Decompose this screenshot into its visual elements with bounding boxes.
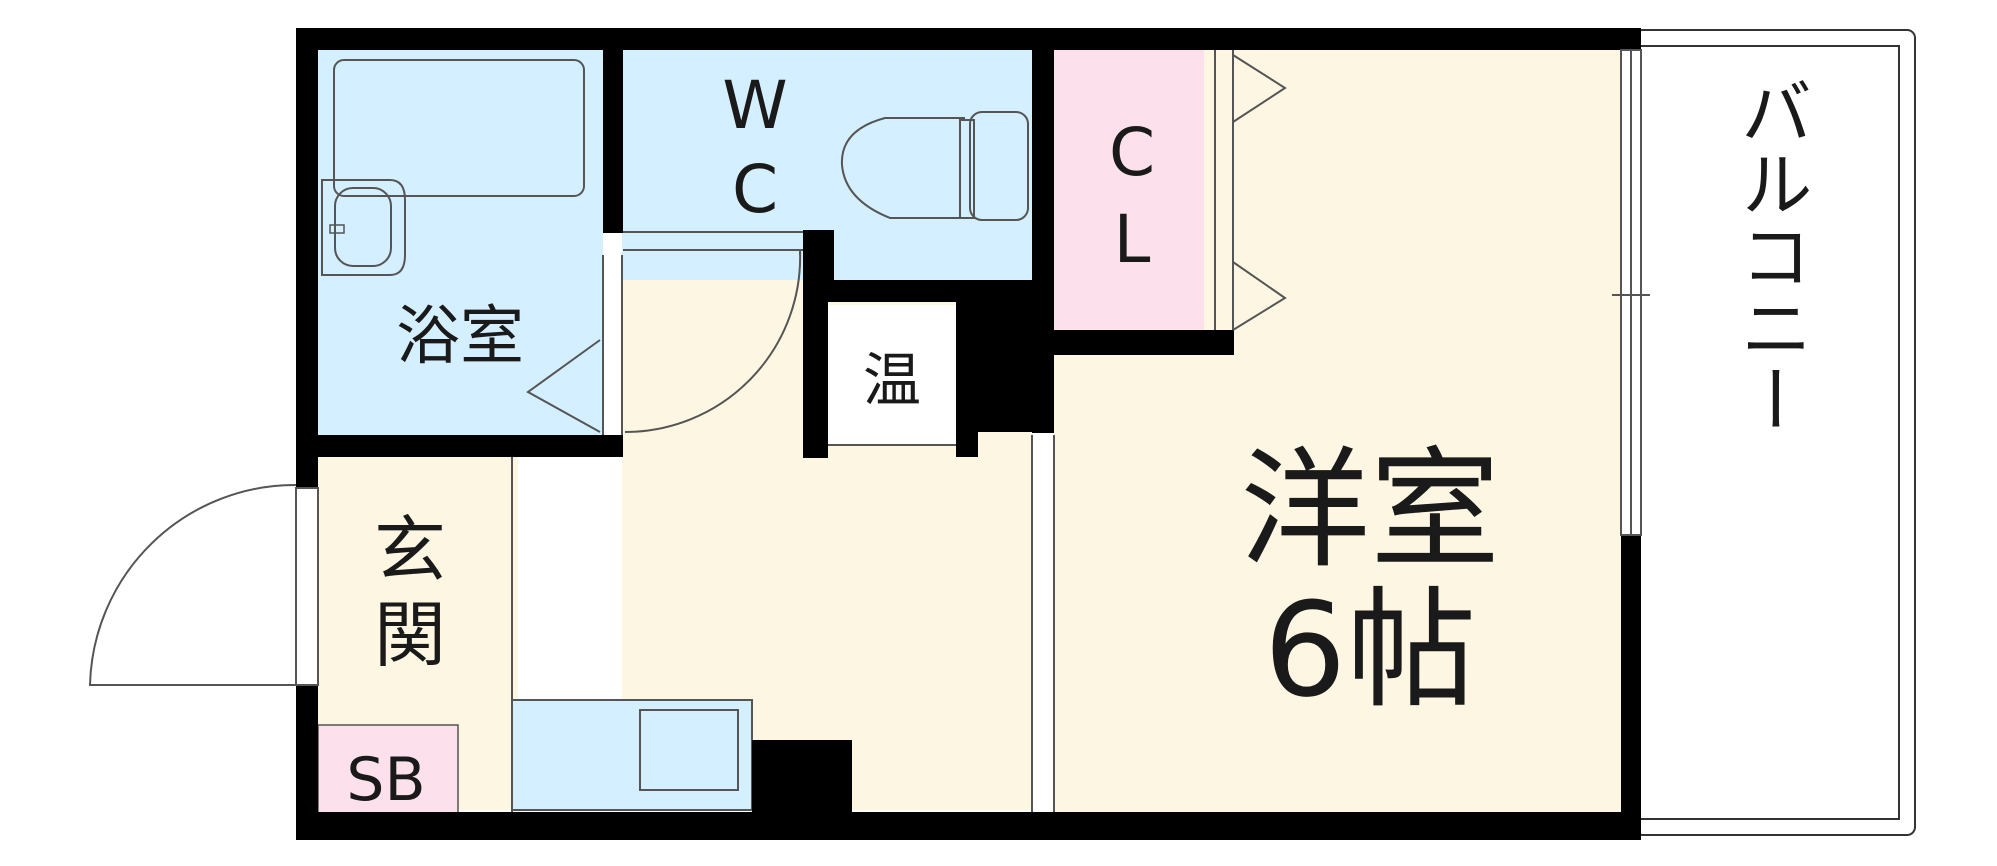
toilet-tank-lid <box>959 119 975 219</box>
wc-label-c: C <box>732 151 778 228</box>
walls <box>296 28 1641 840</box>
wash-basin <box>321 179 406 276</box>
wall-kitchen-column <box>752 740 852 815</box>
closet-door-lower <box>1232 261 1287 331</box>
kitchen-counter <box>511 699 753 811</box>
wall-wc-right <box>1032 28 1054 433</box>
wall-top <box>296 28 1636 50</box>
wall-right-lower <box>1621 535 1641 840</box>
wall-bath-right <box>603 28 623 233</box>
wall-heater-right <box>956 302 1032 432</box>
western-room-label-1: 洋室 <box>1240 434 1500 586</box>
entrance-label-2: 関 <box>374 593 446 677</box>
wall-closet-bottom <box>1054 330 1234 355</box>
thin-walls <box>511 50 1234 812</box>
balcony-window <box>1612 49 1650 536</box>
kitchen-counter-body <box>511 699 753 811</box>
wall-bottom <box>296 812 1636 840</box>
kitchen-sink <box>639 709 739 791</box>
toilet-tank <box>969 111 1029 221</box>
bath-label: 浴室 <box>396 300 524 374</box>
entrance-door-swing <box>88 483 297 686</box>
wall-left-lower <box>296 685 318 840</box>
western-room-label-2: 6帖 <box>1264 574 1477 726</box>
door-swings <box>88 54 1287 686</box>
bathtub-body <box>333 59 585 197</box>
hall-door-swing <box>624 249 802 433</box>
balcony-label: バルコニー <box>1728 75 1812 435</box>
wall-wc-bottom <box>826 280 1054 302</box>
closet-label-l: L <box>1114 201 1151 278</box>
basin-bowl <box>334 187 392 267</box>
wall-heater-left <box>803 230 828 458</box>
entrance-label-1: 玄 <box>374 508 446 592</box>
wall-heater-bottom-right <box>956 432 978 457</box>
wc-label-w: W <box>722 67 787 144</box>
water-heater-label: 温 <box>863 346 921 414</box>
wall-bath-bottom <box>318 435 623 457</box>
bathtub <box>321 59 585 276</box>
entrance-door-frame <box>295 487 319 686</box>
bath-floor <box>318 50 603 435</box>
shoe-box <box>317 724 459 816</box>
closet-label-c: C <box>1109 114 1155 191</box>
toilet <box>840 111 1029 221</box>
faucet <box>329 224 345 234</box>
shoe-box-label: SB <box>346 745 425 815</box>
water-heater-floor <box>828 305 956 445</box>
closet-door-upper <box>1232 54 1287 123</box>
wall-left-upper <box>296 28 318 488</box>
bath-folding-door <box>526 339 601 433</box>
toilet-bowl <box>840 117 965 219</box>
closet-floor-overlay <box>1054 50 1204 330</box>
wall-wc-lower-left <box>826 230 834 280</box>
